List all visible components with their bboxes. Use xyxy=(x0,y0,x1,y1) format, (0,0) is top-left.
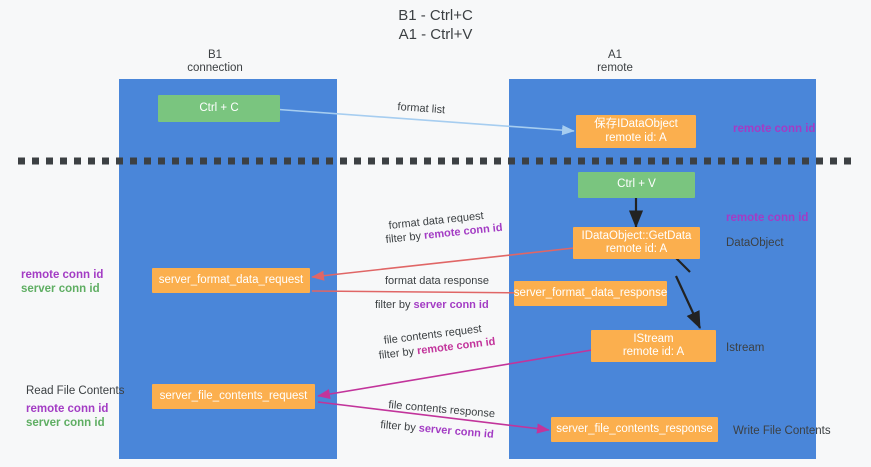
left-label-server-conn-id-mid: server conn id xyxy=(21,283,100,295)
edge-label-format-data-response-filter-key: server conn id xyxy=(413,299,489,311)
edge-label-file-contents-response-filter: filter by server conn id xyxy=(380,418,495,442)
right-label-istream: Istream xyxy=(726,342,765,354)
node-server-format-data-response-label: server_format_data_response xyxy=(513,286,668,299)
edge-label-file-contents-request-filter-prefix: filter by xyxy=(378,345,418,362)
node-idataobject-getdata[interactable]: IDataObject::GetData remote id: A xyxy=(573,227,700,259)
node-idataobject-getdata-line-1: IDataObject::GetData xyxy=(581,229,692,242)
column-header-b1-name: B1 xyxy=(207,49,223,61)
node-istream-line-2: remote id: A xyxy=(622,346,685,358)
left-label-read-file-contents: Read File Contents xyxy=(26,385,125,397)
page-title-line-2: A1 - Ctrl+V xyxy=(398,26,473,43)
node-server-file-contents-request[interactable]: server_file_contents_request xyxy=(152,384,315,409)
node-istream-line-1: IStream xyxy=(633,332,674,345)
column-header-b1-role: connection xyxy=(187,62,243,74)
node-save-idataobject[interactable]: 保存IDataObject remote id: A xyxy=(576,115,696,148)
page-title-line-1: B1 - Ctrl+C xyxy=(398,7,473,24)
node-server-file-contents-response-label: server_file_contents_response xyxy=(556,422,713,435)
node-server-file-contents-response[interactable]: server_file_contents_response xyxy=(551,417,718,442)
edge-label-file-contents-response-filter-prefix: filter by xyxy=(379,418,420,435)
node-server-format-data-request[interactable]: server_format_data_request xyxy=(152,268,310,293)
edge-label-file-contents-response: file contents response xyxy=(387,398,496,421)
column-header-a1: A1 remote xyxy=(545,49,685,75)
edge-label-format-data-response-filter: filter by server conn id xyxy=(375,298,489,312)
right-label-remote-conn-id-top: remote conn id xyxy=(733,123,816,135)
node-istream[interactable]: IStream remote id: A xyxy=(591,330,716,362)
right-label-remote-conn-id-mid: remote conn id xyxy=(726,212,809,224)
left-label-remote-conn-id-bottom: remote conn id xyxy=(26,403,109,415)
node-ctrl-c[interactable]: Ctrl + C xyxy=(158,95,280,122)
column-header-a1-role: remote xyxy=(597,62,633,74)
node-server-file-contents-request-label: server_file_contents_request xyxy=(159,389,308,402)
node-save-idataobject-line-1: 保存IDataObject xyxy=(594,118,678,130)
right-label-write-file-contents: Write File Contents xyxy=(733,425,831,437)
edge-label-format-list: format list xyxy=(397,100,446,117)
node-ctrl-v[interactable]: Ctrl + V xyxy=(578,172,695,198)
node-ctrl-v-label: Ctrl + V xyxy=(617,178,656,191)
right-label-dataobject: DataObject xyxy=(726,237,784,249)
left-label-server-conn-id-bottom: server conn id xyxy=(26,417,105,429)
node-save-idataobject-line-2: remote id: A xyxy=(605,131,667,144)
edge-label-format-data-response: format data response xyxy=(385,275,489,287)
column-header-a1-name: A1 xyxy=(607,49,623,61)
node-server-format-data-response[interactable]: server_format_data_response xyxy=(514,281,667,306)
node-idataobject-getdata-line-2: remote id: A xyxy=(605,243,668,255)
edge-label-format-data-response-filter-prefix: filter by xyxy=(375,299,414,311)
edge-label-format-data-request-filter-prefix: filter by xyxy=(385,229,425,246)
page-title: B1 - Ctrl+C A1 - Ctrl+V xyxy=(0,6,871,44)
node-ctrl-c-label: Ctrl + C xyxy=(199,101,239,114)
edge-label-file-contents-response-filter-key: server conn id xyxy=(418,422,495,441)
node-server-format-data-request-label: server_format_data_request xyxy=(158,273,304,286)
column-header-b1: B1 connection xyxy=(145,49,285,75)
left-label-remote-conn-id-mid: remote conn id xyxy=(21,269,104,281)
